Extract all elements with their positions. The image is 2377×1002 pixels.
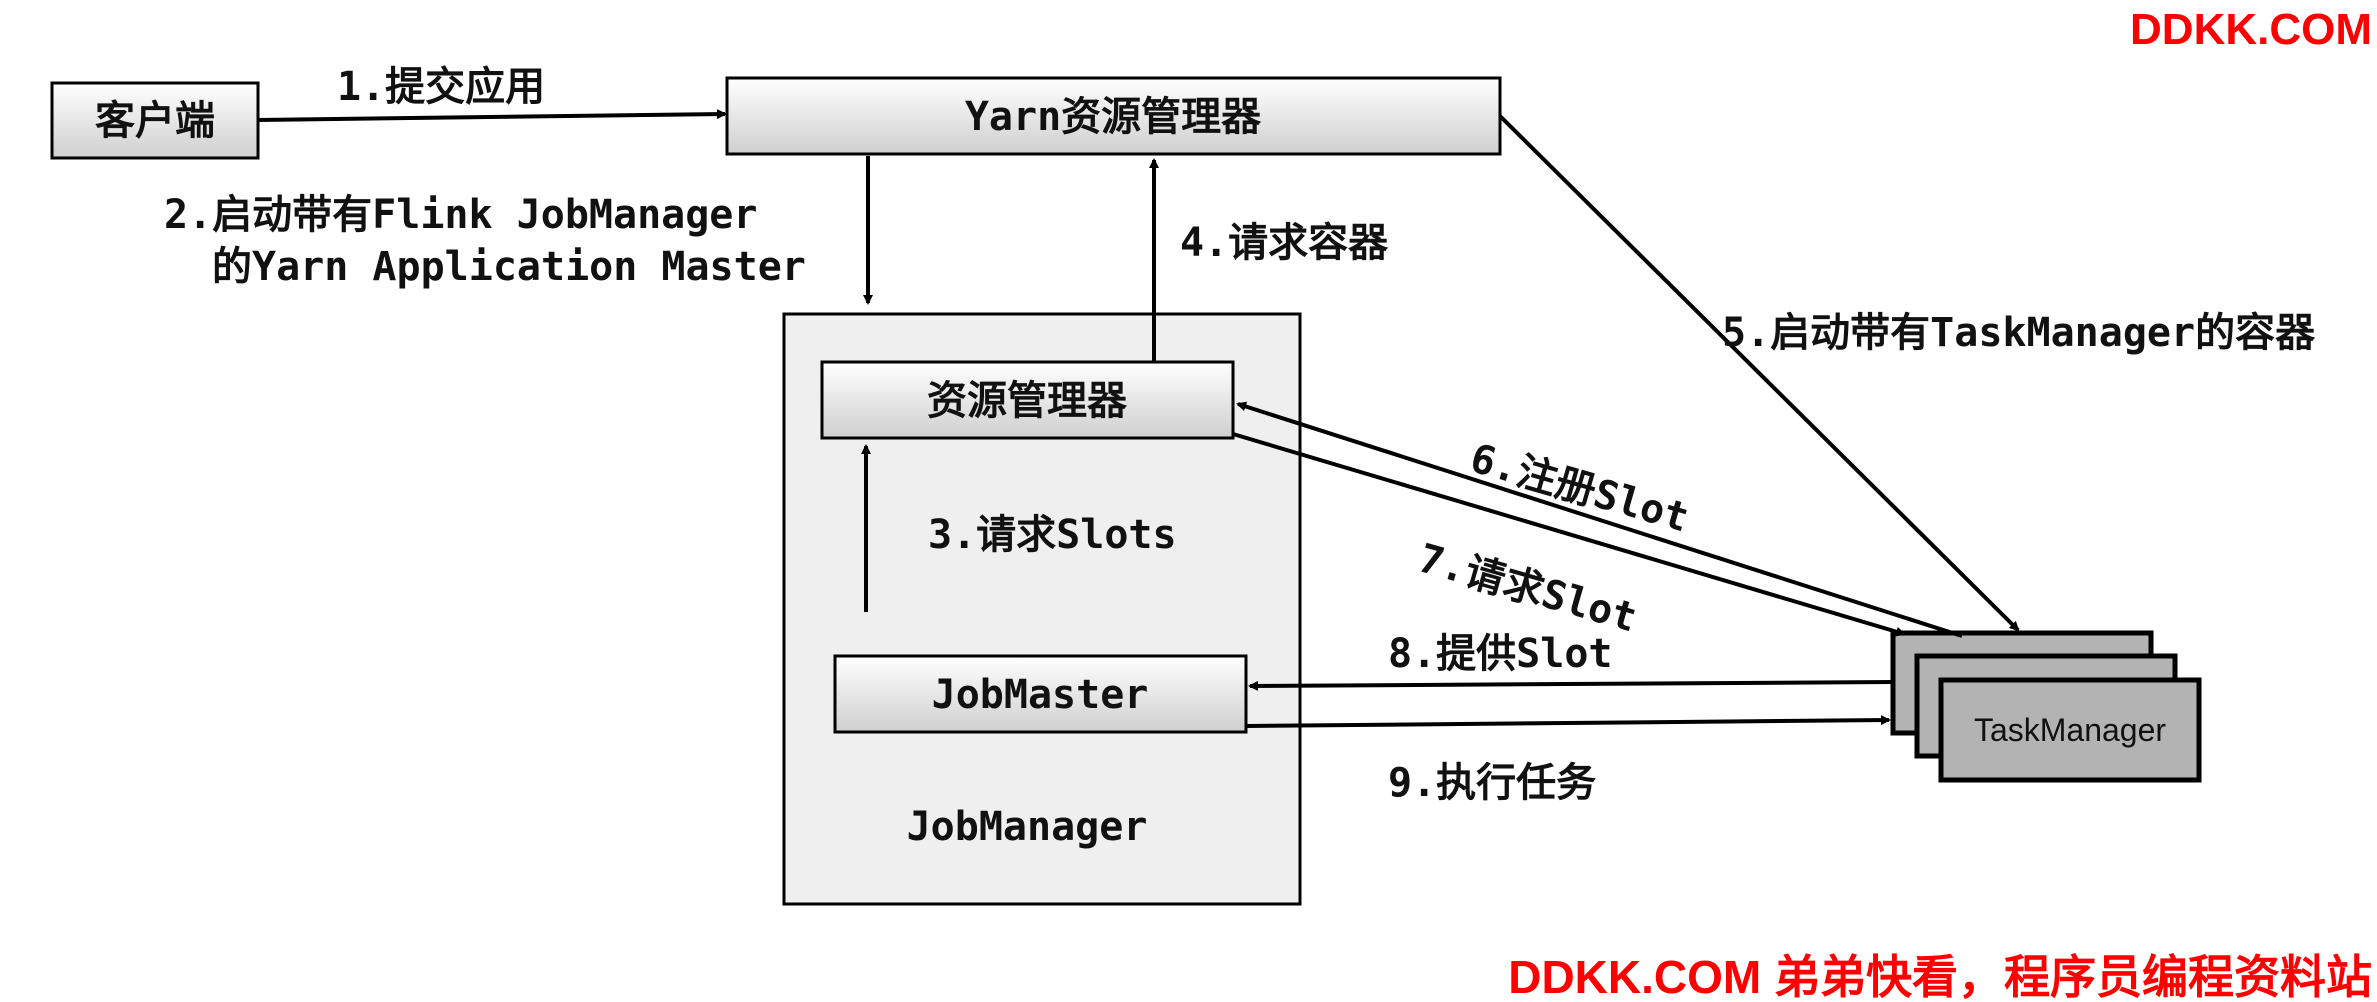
step-2-label-line2: 的Yarn Application Master	[212, 244, 806, 290]
step-2-label-line1: 2.启动带有Flink JobManager	[164, 192, 757, 238]
jobmaster-label: JobMaster	[932, 672, 1149, 718]
step-4-label: 4.请求容器	[1180, 220, 1389, 266]
step-8-label: 8.提供Slot	[1388, 631, 1613, 677]
step-6-label: 6.注册Slot	[1465, 435, 1693, 541]
yarn-resource-manager-label: Yarn资源管理器	[965, 94, 1262, 140]
yarn-resource-manager-node: Yarn资源管理器	[725, 76, 1502, 156]
arrow-start-taskmanager	[1498, 114, 2020, 632]
resource-manager-node: 资源管理器	[820, 360, 1235, 440]
step-9-label: 9.执行任务	[1388, 760, 1596, 806]
step-5-label: 5.启动带有TaskManager的容器	[1722, 310, 2316, 356]
step-1-label: 1.提交应用	[337, 64, 545, 110]
jobmaster-node: JobMaster	[833, 654, 1248, 734]
arrow-execute-task	[1245, 715, 1891, 728]
watermark-bottom: DDKK.COM 弟弟快看，程序员编程资料站	[1508, 951, 2372, 1002]
arrow-request-slot	[1232, 432, 1906, 637]
jobmanager-label: JobManager	[907, 804, 1148, 850]
watermark-top: DDKK.COM	[2130, 5, 2372, 54]
arrow-register-slot	[1236, 401, 1963, 638]
client-label: 客户端	[95, 98, 215, 144]
resource-manager-label: 资源管理器	[927, 378, 1128, 424]
taskmanager-label: TaskManager	[1974, 712, 2166, 748]
arrow-submit-app	[257, 109, 727, 122]
arrow-offer-slot	[1248, 680, 1894, 691]
step-3-label: 3.请求Slots	[928, 512, 1177, 558]
step-7-label: 7.请求Slot	[1413, 535, 1641, 641]
taskmanager-stack: TaskManager	[1890, 630, 2202, 783]
client-node: 客户端	[50, 81, 260, 160]
